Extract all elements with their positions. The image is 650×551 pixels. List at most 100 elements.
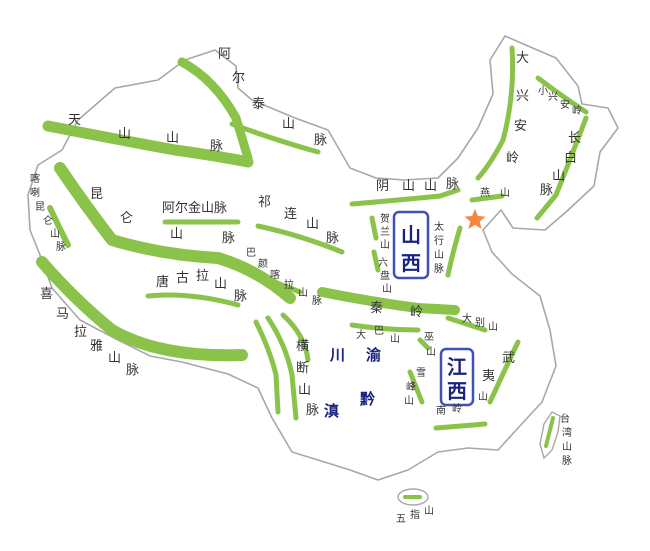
himalaya-char: 马: [56, 307, 69, 322]
nanling-char: 南: [436, 404, 446, 417]
lesser-khingan-char: 安: [560, 98, 570, 111]
altai-range: [177, 57, 253, 163]
star-icon: [464, 209, 486, 229]
mountain-strokes: [36, 45, 589, 499]
bayankala-range: [219, 259, 303, 295]
label-yanshan: 燕 山: [480, 187, 510, 199]
qilian-char: 祁: [258, 195, 271, 210]
xuefeng-range: [407, 369, 425, 405]
dabieshan-char: 别: [475, 317, 485, 329]
hengduan-range-1: [253, 319, 281, 415]
shanxi-highlight-box: [392, 210, 430, 280]
taihang-char: 行: [434, 234, 444, 247]
dabashan-range: [349, 322, 421, 333]
taihang-char: 山: [434, 249, 444, 261]
lesser-khingan-char: 小: [538, 85, 548, 97]
label-taiwan: 台 湾 山 脉: [560, 412, 572, 467]
wuyi-char: 武: [502, 351, 515, 366]
taihang-range: [445, 225, 463, 278]
dabieshan-char: 山: [488, 321, 498, 333]
taiwan-char: 山: [562, 441, 572, 453]
hengduan-range-2: [265, 315, 299, 421]
xuefeng-char: 山: [404, 395, 414, 407]
hainan-island: [397, 488, 429, 506]
greater-khingan-char: 大: [516, 51, 529, 66]
bayankala-char: 巴: [246, 247, 256, 259]
yanshan-range: [469, 193, 505, 203]
label-helan: 贺 兰 山: [380, 213, 390, 251]
himalaya-char: 山: [108, 351, 121, 366]
taiwan-char: 台: [560, 412, 570, 425]
qilian-char: 连: [284, 206, 297, 222]
wuzhi-char: 山: [424, 505, 434, 517]
hengduan-char: 脉: [306, 403, 319, 418]
qinling-range: [317, 287, 460, 315]
xuefeng-char: 峰: [406, 381, 416, 393]
nanling-char: 岭: [452, 402, 462, 415]
lesser-khingan-char: 岭: [572, 104, 582, 117]
label-taihang: 太 行 山 脉: [434, 220, 444, 275]
yinshan-char: 阴: [376, 179, 389, 194]
karakoram-char: 喇: [30, 187, 40, 199]
label-dabashan: 大 巴 山: [356, 325, 400, 345]
qilian-char: 脉: [326, 231, 339, 246]
bayankala-char: 山: [298, 287, 308, 299]
tanggula-char: 山: [214, 277, 227, 292]
label-wushan: 巫 山: [424, 332, 436, 358]
changbai-char: 长: [568, 131, 581, 146]
qilian-char: 山: [306, 217, 319, 232]
label-tanggula: 唐 古 拉 山 脉: [156, 269, 247, 304]
taiwan-range: [544, 416, 555, 448]
label-lesser-khingan: 小 兴 安 岭: [538, 85, 582, 117]
dabieshan-range: [445, 315, 488, 333]
hengduan-char: 山: [298, 383, 311, 398]
yinshan-char: 山: [424, 179, 437, 194]
kunlun-char: 脉: [222, 231, 235, 246]
taiwan-char: 湾: [562, 426, 572, 439]
karakoram-char: 喀: [30, 172, 40, 185]
karakoram-range: [47, 205, 71, 248]
bayankala-char: 颜: [258, 257, 268, 270]
yinshan-char: 脉: [446, 177, 459, 192]
himalaya-char: 喜: [40, 287, 53, 302]
altai-char: 脉: [314, 133, 327, 148]
label-wuyi: 武 夷 山: [478, 351, 515, 403]
karakoram-char: 仑: [43, 214, 53, 227]
hengduan-range-3: [280, 312, 311, 363]
liupan-range: [371, 249, 381, 273]
altai-char: 山: [282, 117, 295, 132]
province-dian: 滇: [324, 402, 339, 420]
label-qilian: 祁 连 山 脉: [258, 195, 339, 246]
qinling-char: 秦: [370, 301, 383, 316]
province-qian: 黔: [360, 390, 375, 408]
kunlun-char: 仑: [120, 211, 133, 226]
label-kunlun: 昆 仑 山 脉: [90, 187, 235, 246]
taihang-char: 太: [434, 220, 444, 233]
province-chuan: 川: [329, 346, 345, 364]
label-hengduan: 横 断 山 脉: [296, 339, 319, 418]
changbai-range: [534, 115, 589, 221]
greater-khingan-char: 岭: [506, 151, 519, 166]
qilian-range: [255, 223, 345, 255]
jiangxi-highlight-box: [439, 347, 475, 407]
nanling-range: [433, 421, 488, 431]
wuyi-char: 夷: [482, 368, 495, 384]
hengduan-char: 断: [296, 361, 309, 376]
dabashan-char: 巴: [374, 325, 384, 337]
changbai-char: 脉: [540, 183, 553, 198]
yanshan-char: 燕: [480, 187, 490, 199]
yanshan-char: 山: [500, 187, 510, 199]
highlight-shanxi-char: 西: [401, 251, 421, 275]
highlight-jiangxi-char: 江: [447, 355, 467, 379]
wuyi-char: 山: [478, 391, 488, 403]
dabashan-char: 大: [356, 328, 366, 341]
taiwan-island: [539, 411, 561, 460]
label-dabieshan: 大 别 山: [462, 312, 498, 333]
wushan-char: 巫: [424, 332, 434, 343]
label-tianshan: 天 山 山 脉: [68, 113, 223, 154]
tanggula-char: 拉: [196, 269, 209, 284]
wuzhi-char: 五: [396, 514, 406, 525]
tianshan-range: [42, 120, 254, 168]
lesser-khingan-range: [535, 75, 589, 115]
karakoram-char: 昆: [35, 201, 45, 213]
